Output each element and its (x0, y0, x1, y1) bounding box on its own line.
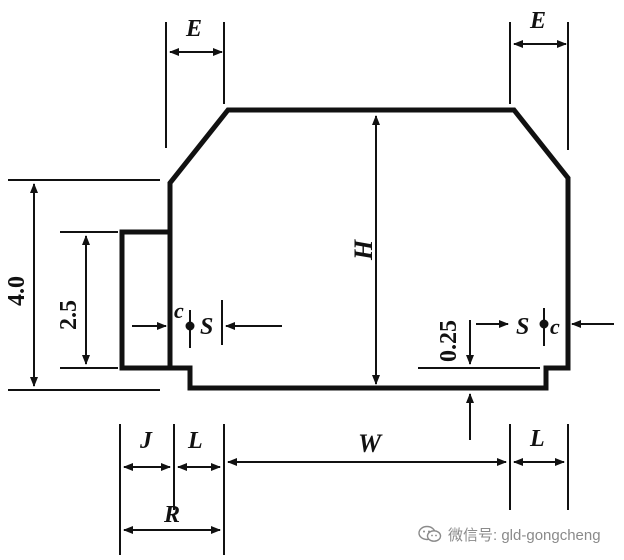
4-0-label: 4.0 (4, 276, 30, 306)
watermark-text: 微信号: gld-gongcheng (448, 526, 601, 544)
profile-outline (167, 107, 571, 391)
watermark: 微信号: gld-gongcheng (418, 522, 618, 546)
0-25-label: 0.25 (436, 320, 462, 362)
extension-lines (8, 22, 569, 555)
H-label: H (349, 239, 378, 261)
c-markers (185, 308, 549, 348)
W-label: W (358, 429, 383, 458)
R-label: R (163, 502, 180, 528)
J-label: J (139, 428, 153, 454)
E-right-label: E (529, 8, 546, 34)
S-right-label: S (516, 314, 529, 340)
L-left-label: L (187, 428, 203, 454)
dimension-lines (30, 40, 614, 534)
S-left-label: S (200, 314, 213, 340)
2-5-label: 2.5 (56, 300, 82, 330)
wechat-icon (418, 525, 442, 542)
c-right-label: c (550, 314, 560, 339)
E-left-label: E (185, 16, 202, 42)
L-right-label: L (529, 426, 545, 452)
c-left-label: c (174, 298, 184, 323)
left-lip (119, 229, 170, 371)
